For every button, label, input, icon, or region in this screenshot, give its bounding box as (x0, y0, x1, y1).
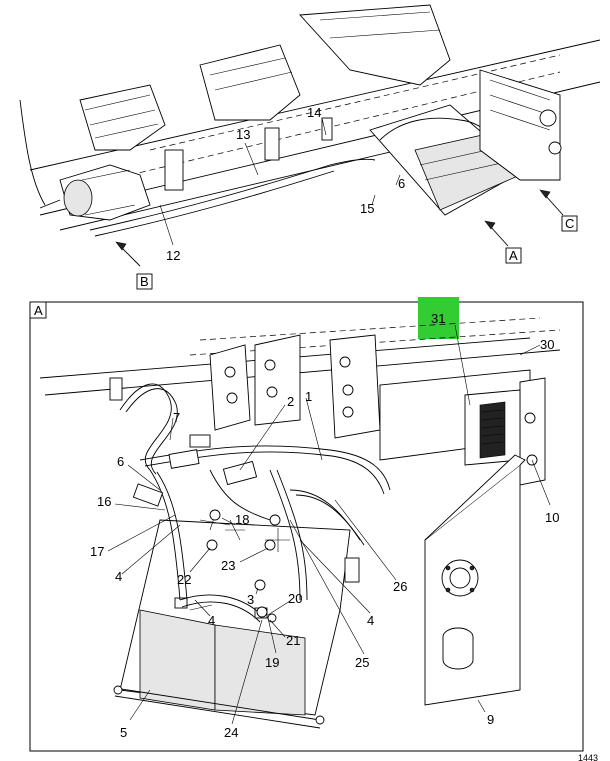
callout-2: 2 (287, 394, 294, 409)
callout-4-right: 4 (367, 613, 374, 628)
callout-1: 1 (305, 389, 312, 404)
view-tag-c: C (565, 216, 574, 231)
callout-24: 24 (224, 725, 238, 740)
callout-22: 22 (177, 572, 191, 587)
callout-17: 17 (90, 544, 104, 559)
detail-title-tag: A (34, 303, 43, 318)
callout-20: 20 (288, 591, 302, 606)
callout-19: 19 (265, 655, 279, 670)
top-overview-drawing (19, 4, 601, 267)
callout-13: 13 (236, 127, 250, 142)
callout-25: 25 (355, 655, 369, 670)
callout-23: 23 (221, 558, 235, 573)
callout-7: 7 (173, 410, 180, 425)
view-tag-b: B (140, 274, 149, 289)
detail-title-tag-box (29, 301, 47, 319)
callout-10: 10 (545, 510, 559, 525)
view-tag-a: A (509, 248, 518, 263)
callout-6-top: 6 (398, 176, 405, 191)
callout-30: 30 (540, 337, 554, 352)
callout-12: 12 (166, 248, 180, 263)
callout-26: 26 (393, 579, 407, 594)
highlight-box-31 (418, 297, 459, 339)
callout-4-left: 4 (115, 569, 122, 584)
callout-15: 15 (360, 201, 374, 216)
callout-3: 3 (247, 592, 254, 607)
callout-18: 18 (235, 512, 249, 527)
callout-14: 14 (307, 105, 321, 120)
callout-4-lower: 4 (208, 613, 215, 628)
view-tag-b-box (136, 273, 153, 290)
callout-31: 31 (431, 311, 445, 326)
callout-5: 5 (120, 725, 127, 740)
view-tag-c-box (561, 215, 578, 232)
callout-16: 16 (97, 494, 111, 509)
view-tag-a-box (505, 247, 522, 264)
figure-id-fragment: 1443 (578, 753, 598, 761)
callout-21: 21 (286, 633, 300, 648)
detail-drawing (39, 317, 561, 729)
callout-6-detail: 6 (117, 454, 124, 469)
callout-9: 9 (487, 712, 494, 727)
